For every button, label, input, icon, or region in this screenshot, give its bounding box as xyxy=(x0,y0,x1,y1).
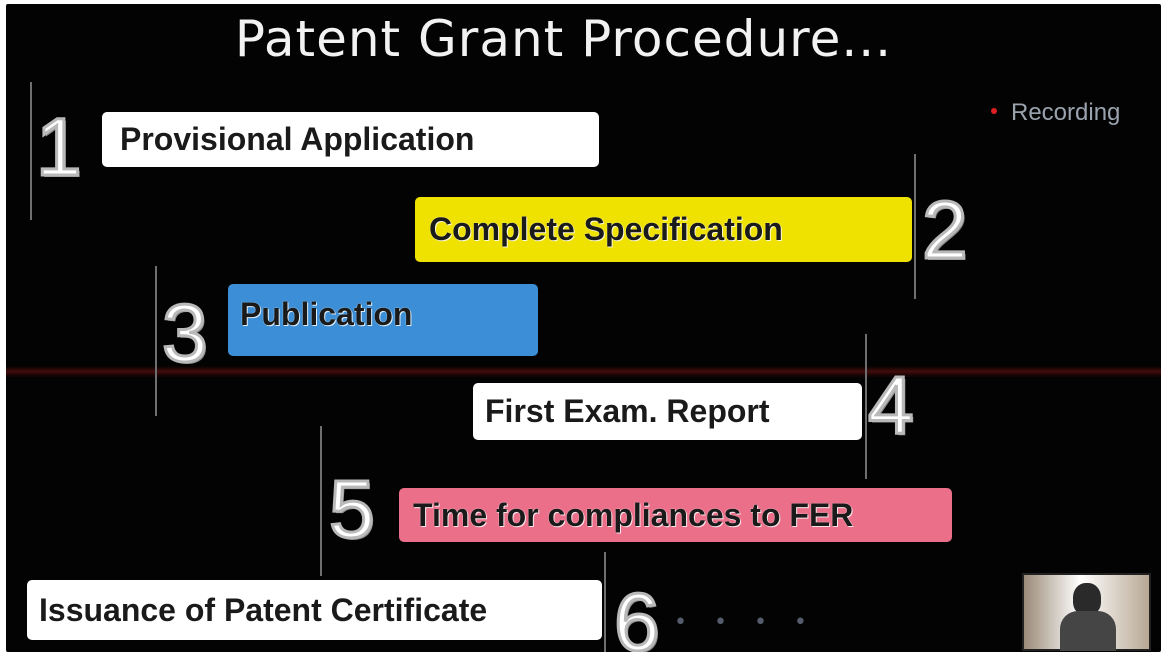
slide-title: Patent Grant Procedure... xyxy=(234,10,893,68)
presenter-head-shape xyxy=(1073,583,1101,615)
webcam-thumbnail[interactable] xyxy=(1022,573,1151,651)
step-1-box: Provisional Application xyxy=(102,112,599,167)
step-5-label: Time for compliances to FER xyxy=(413,496,854,533)
step-4-label: First Exam. Report xyxy=(485,393,770,429)
scan-line-artifact xyxy=(6,366,1161,378)
step-3-number: 3 xyxy=(161,288,210,379)
presentation-screen: Patent Grant Procedure... Recording 1 Pr… xyxy=(6,4,1161,652)
step-2-box: Complete Specification xyxy=(415,197,912,262)
timeline-line-4 xyxy=(865,334,867,479)
timeline-line-1 xyxy=(30,82,32,220)
timeline-line-3 xyxy=(155,266,157,416)
timeline-line-6 xyxy=(604,552,606,652)
trailing-dots: • • • • xyxy=(674,610,817,635)
step-2-label: Complete Specification xyxy=(429,211,783,247)
step-6-label: Issuance of Patent Certificate xyxy=(39,591,488,628)
recording-label: Recording xyxy=(1011,99,1121,126)
step-6-number: 6 xyxy=(613,577,662,652)
recording-dot-icon xyxy=(991,107,997,114)
step-2-number: 2 xyxy=(921,185,970,276)
recording-indicator: Recording xyxy=(991,99,1120,127)
presenter-body-shape xyxy=(1060,611,1116,651)
step-4-box: First Exam. Report xyxy=(473,383,862,440)
timeline-line-5 xyxy=(320,426,322,576)
step-1-label: Provisional Application xyxy=(120,121,475,157)
step-5-box: Time for compliances to FER xyxy=(399,488,952,542)
step-3-box: Publication xyxy=(228,284,538,356)
step-4-number: 4 xyxy=(867,360,916,451)
step-5-number: 5 xyxy=(328,464,377,555)
step-3-label: Publication xyxy=(240,296,413,332)
step-1-number: 1 xyxy=(35,102,84,193)
step-6-box: Issuance of Patent Certificate xyxy=(27,580,602,640)
timeline-line-2 xyxy=(914,154,916,299)
